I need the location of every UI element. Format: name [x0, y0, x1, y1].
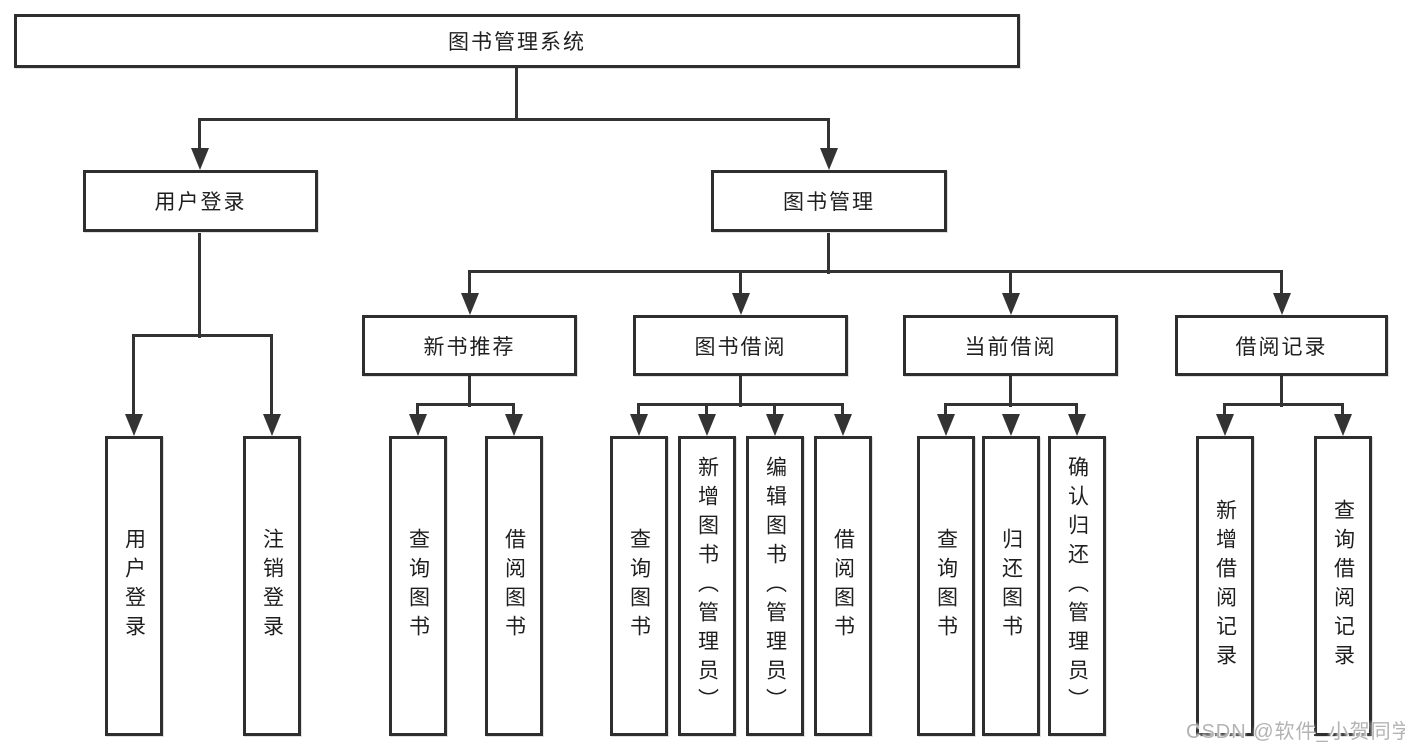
- arrow-down-icon: [125, 414, 143, 436]
- leaf-edit-book-admin: 编辑图书（管理员）: [746, 436, 804, 736]
- connector-vline: [1223, 405, 1226, 420]
- node-label: 图书管理: [783, 191, 875, 214]
- connector-vline: [739, 376, 742, 407]
- arrow-down-icon: [1273, 293, 1291, 315]
- watermark: CSDN @软件_小贺同学: [1186, 721, 1405, 743]
- node-label: 新增借阅记录: [1213, 499, 1237, 673]
- arrow-down-icon: [1334, 414, 1352, 436]
- connector-vline: [512, 405, 515, 420]
- node-borrowing-records: 借阅记录: [1175, 315, 1388, 376]
- connector-vline: [198, 233, 201, 338]
- leaf-confirm-return-admin: 确认归还（管理员）: [1048, 436, 1106, 736]
- connector-vline: [1009, 272, 1012, 299]
- arrow-down-icon: [1002, 414, 1020, 436]
- connector-hline: [1223, 403, 1344, 406]
- connector-vline: [1280, 376, 1283, 407]
- arrow-down-icon: [766, 414, 784, 436]
- node-label: 借阅图书: [502, 528, 526, 644]
- connector-hline: [468, 270, 1283, 273]
- node-new-book-recommendation: 新书推荐: [362, 315, 577, 376]
- connector-vline: [468, 272, 471, 299]
- connector-hline: [637, 403, 844, 406]
- connector-vline: [739, 272, 742, 299]
- leaf-query-borrow-record: 查询借阅记录: [1314, 436, 1372, 736]
- node-label: 新增图书（管理员）: [695, 455, 719, 717]
- arrow-down-icon: [732, 293, 750, 315]
- connector-vline: [1009, 376, 1012, 407]
- connector-vline: [270, 336, 273, 420]
- connector-hline: [416, 403, 515, 406]
- connector-vline: [827, 233, 830, 274]
- arrow-down-icon: [409, 414, 427, 436]
- node-label: 编辑图书（管理员）: [763, 455, 787, 717]
- leaf-query-books-borrowing: 查询图书: [610, 436, 668, 736]
- connector-vline: [1280, 272, 1283, 299]
- node-label: 用户登录: [122, 528, 146, 644]
- arrow-down-icon: [1002, 293, 1020, 315]
- connector-vline: [468, 376, 471, 407]
- node-label: 查询图书: [627, 528, 651, 644]
- arrow-down-icon: [505, 414, 523, 436]
- connector-vline: [416, 405, 419, 420]
- arrow-down-icon: [461, 293, 479, 315]
- connector-vline: [1075, 405, 1078, 420]
- node-label: 确认归还（管理员）: [1065, 455, 1089, 717]
- node-book-borrowing: 图书借阅: [633, 315, 848, 376]
- leaf-query-books-current: 查询图书: [917, 436, 975, 736]
- leaf-borrow-books-recommend: 借阅图书: [485, 436, 543, 736]
- node-label: 当前借阅: [964, 335, 1057, 359]
- connector-vline: [637, 405, 640, 420]
- node-label: 查询图书: [934, 528, 958, 644]
- leaf-add-book-admin: 新增图书（管理员）: [678, 436, 736, 736]
- connector-vline: [841, 405, 844, 420]
- node-book-management: 图书管理: [711, 170, 947, 232]
- arrow-down-icon: [820, 148, 838, 170]
- arrow-down-icon: [1216, 414, 1234, 436]
- node-label: 借阅图书: [831, 528, 855, 644]
- connector-hline: [198, 118, 830, 121]
- connector-hline: [132, 334, 273, 337]
- leaf-query-books-recommend: 查询图书: [389, 436, 447, 736]
- node-current-borrowing: 当前借阅: [903, 315, 1118, 376]
- leaf-borrow-books: 借阅图书: [814, 436, 872, 736]
- leaf-logout: 注销登录: [243, 436, 301, 736]
- node-library-management-system: 图书管理系统: [14, 14, 1020, 68]
- node-label: 图书管理系统: [448, 31, 586, 54]
- arrow-down-icon: [698, 414, 716, 436]
- node-user-login: 用户登录: [83, 170, 318, 232]
- node-label: 注销登录: [260, 528, 284, 644]
- node-label: 归还图书: [999, 528, 1023, 644]
- connector-vline: [132, 336, 135, 420]
- arrow-down-icon: [630, 414, 648, 436]
- connector-vline: [827, 120, 830, 152]
- connector-vline: [1341, 405, 1344, 420]
- connector-hline: [944, 403, 1078, 406]
- node-label: 查询借阅记录: [1331, 499, 1355, 673]
- node-label: 新书推荐: [423, 335, 516, 359]
- arrow-down-icon: [191, 148, 209, 170]
- connector-vline: [705, 405, 708, 420]
- leaf-add-borrow-record: 新增借阅记录: [1196, 436, 1254, 736]
- leaf-return-books: 归还图书: [982, 436, 1040, 736]
- node-label: 查询图书: [406, 528, 430, 644]
- arrow-down-icon: [834, 414, 852, 436]
- arrow-down-icon: [263, 414, 281, 436]
- connector-vline: [773, 405, 776, 420]
- connector-vline: [944, 405, 947, 420]
- leaf-user-login: 用户登录: [105, 436, 163, 736]
- node-label: 用户登录: [154, 191, 247, 214]
- node-label: 图书借阅: [694, 335, 787, 359]
- node-label: 借阅记录: [1235, 335, 1328, 359]
- arrow-down-icon: [937, 414, 955, 436]
- connector-vline: [515, 68, 518, 120]
- arrow-down-icon: [1068, 414, 1086, 436]
- connector-vline: [198, 120, 201, 152]
